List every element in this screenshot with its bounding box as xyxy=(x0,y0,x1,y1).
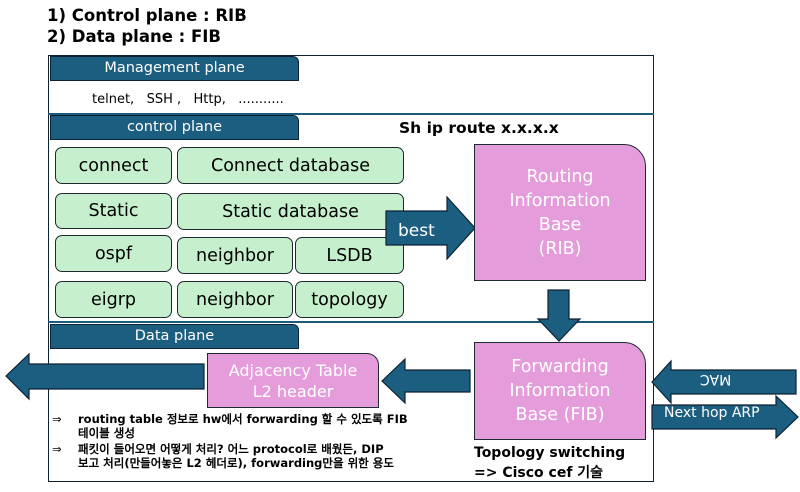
fib-to-adjacency-arrow xyxy=(381,357,471,405)
management-control-separator xyxy=(48,113,654,115)
note-1-line-1: routing table 정보로 hw에서 forwarding 할 수 있도… xyxy=(78,412,408,426)
best-arrow xyxy=(385,195,476,261)
forwarding-information-base: Forwarding Information Base (FIB) xyxy=(474,342,646,440)
adjacency-line-2: L2 header xyxy=(252,381,334,401)
rib-line-4: (RIB) xyxy=(538,238,582,259)
next-hop-arp-arrow-label: Next hop ARP xyxy=(664,405,760,421)
best-arrow-label: best xyxy=(398,221,435,241)
rib-line-2: Information xyxy=(509,190,611,211)
static-database: Static database xyxy=(177,193,404,230)
router-frame xyxy=(48,55,654,482)
implies-icon: ⇒ xyxy=(52,412,62,426)
control-plane-tab: control plane xyxy=(50,115,299,140)
topology-switching-note: Topology switching => Cisco cef 기술 xyxy=(474,443,625,483)
note-2-line-1: 패킷이 들어오면 어떻게 처리? 어느 protocol로 배웠든, DIP xyxy=(78,442,384,456)
egress-arrow xyxy=(5,352,205,401)
control-data-separator xyxy=(48,321,654,323)
next-hop-arp-arrow xyxy=(651,394,799,440)
protocol-eigrp: eigrp xyxy=(55,281,172,318)
implies-icon: ⇒ xyxy=(52,442,62,456)
management-protocols: telnet, SSH , Http, ........... xyxy=(92,92,284,107)
rib-line-1: Routing xyxy=(526,166,594,187)
topology-note-line-1: Topology switching xyxy=(474,445,626,461)
routing-information-base: Routing Information Base (RIB) xyxy=(474,144,646,281)
fib-line-2: Information xyxy=(509,381,611,401)
management-plane-tab: Management plane xyxy=(50,56,299,81)
adjacency-table: Adjacency Table L2 header xyxy=(207,353,379,408)
note-2-line-2: 보고 처리(만들어놓은 L2 헤더로), forwarding만을 위한 용도 xyxy=(78,456,394,470)
protocol-connect: connect xyxy=(55,147,172,184)
ospf-neighbor: neighbor xyxy=(177,237,293,274)
mac-arrow-label: MAC xyxy=(700,371,732,387)
rib-to-fib-arrow xyxy=(536,289,582,342)
fib-line-3: Base (FIB) xyxy=(515,405,605,425)
data-plane-tab: Data plane xyxy=(50,324,299,349)
note-fib-creation: ⇒ routing table 정보로 hw에서 forwarding 할 수 있… xyxy=(52,412,472,440)
connect-database: Connect database xyxy=(177,147,404,184)
protocol-ospf: ospf xyxy=(55,235,172,272)
heading-control-plane: 1) Control plane : RIB xyxy=(47,6,247,25)
show-ip-route-command: Sh ip route x.x.x.x xyxy=(399,119,559,137)
mac-arrow xyxy=(651,359,797,405)
eigrp-neighbor: neighbor xyxy=(177,281,293,318)
adjacency-line-1: Adjacency Table xyxy=(228,360,358,380)
eigrp-topology: topology xyxy=(295,281,404,318)
heading-data-plane: 2) Data plane : FIB xyxy=(47,27,221,46)
fib-line-1: Forwarding xyxy=(511,357,609,377)
topology-note-line-2: => Cisco cef 기술 xyxy=(474,465,604,481)
rib-line-3: Base xyxy=(538,214,582,235)
protocol-static: Static xyxy=(55,193,172,229)
note-packet-processing: ⇒패킷이 들어오면 어떻게 처리? 어느 protocol로 배웠든, DIP … xyxy=(52,442,472,470)
note-1-line-2: 테이블 생성 xyxy=(78,426,135,440)
